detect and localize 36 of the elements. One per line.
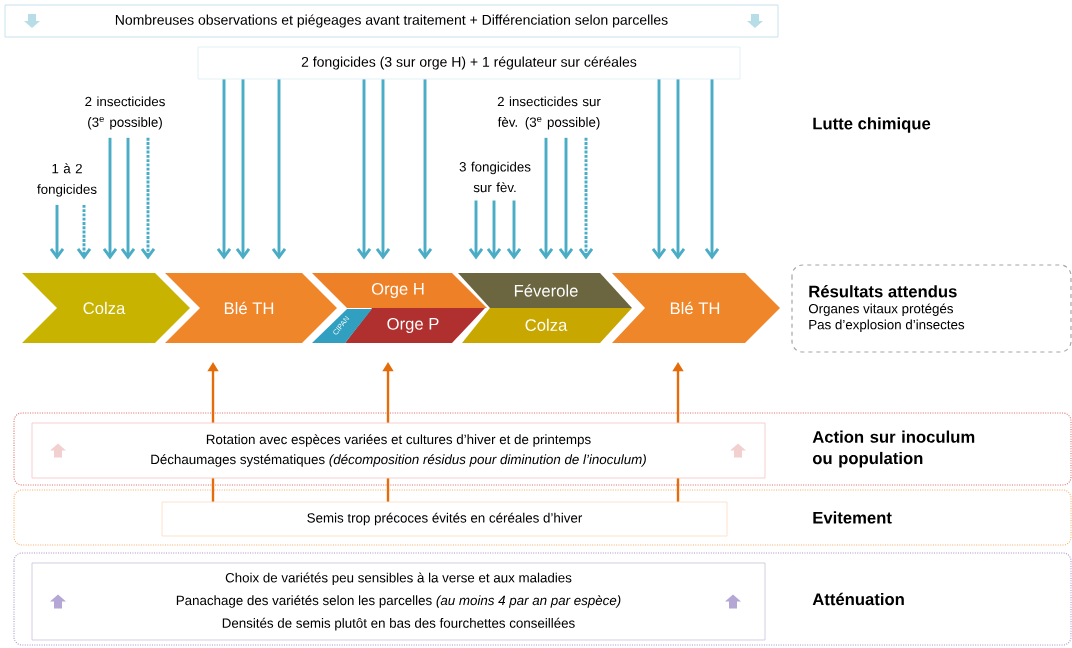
- arrow: [578, 137, 594, 260]
- arrow: [216, 79, 232, 260]
- note-box: Rotation avec espèces variées et cultures d’hiver et de printemps Déchaumages systématiques (décomposition résidus pour diminution de l’inoculum): [31, 422, 766, 479]
- arrow: [468, 200, 484, 260]
- note-box: Semis trop précoces évités en céréales d’hiver: [161, 501, 728, 537]
- crop-block: Colza: [22, 273, 190, 343]
- arrow: [538, 137, 554, 260]
- section-heading: Lutte chimique: [813, 117, 931, 133]
- arrow: [140, 137, 156, 260]
- arrow: [102, 137, 118, 260]
- treatment-label: 2 insecticides (3$^{e}$ possible): [85, 96, 165, 130]
- note-box: Nombreuses observations et piégeages avant traitement + Différenciation selon parcelles: [4, 4, 779, 38]
- arrow: [271, 79, 287, 260]
- crop-block: Orge H: [312, 273, 487, 308]
- arrow: [356, 79, 372, 260]
- arrow: [235, 79, 251, 260]
- arrow: [49, 204, 65, 260]
- arrow: [651, 79, 667, 260]
- arrow: [120, 137, 136, 260]
- results-box: Résultats attendus Organes vitaux protégés Pas d’explosion d’insectes: [791, 264, 1072, 353]
- treatment-label: 3 fongicides sur fèv.: [459, 161, 531, 193]
- arrow: [670, 79, 686, 260]
- arrow: [558, 137, 574, 260]
- arrow: [76, 204, 92, 260]
- treatment-label: 2 insecticides sur fèv. (3$^{e}$ possible): [497, 96, 601, 130]
- arrow: [417, 79, 433, 260]
- treatment-label: 1 à 2 fongicides: [37, 163, 97, 197]
- crop-block: Féverole: [458, 273, 632, 308]
- crop-block: Colza: [462, 308, 632, 343]
- arrow: [704, 79, 720, 260]
- note-box: Choix de variétés peu sensibles à la verse et aux maladies Panachage des variétés selon les parcelles (au moins 4 par an par espèce) Densités de semis plutôt en bas des fourchettes conseillées: [31, 562, 766, 641]
- arrow: [506, 200, 522, 260]
- arrow: [486, 200, 502, 260]
- arrow: [375, 79, 391, 260]
- note-box: 2 fongicides (3 sur orge H) + 1 régulateur sur céréales: [197, 46, 741, 80]
- crop-block: Blé TH: [612, 273, 780, 343]
